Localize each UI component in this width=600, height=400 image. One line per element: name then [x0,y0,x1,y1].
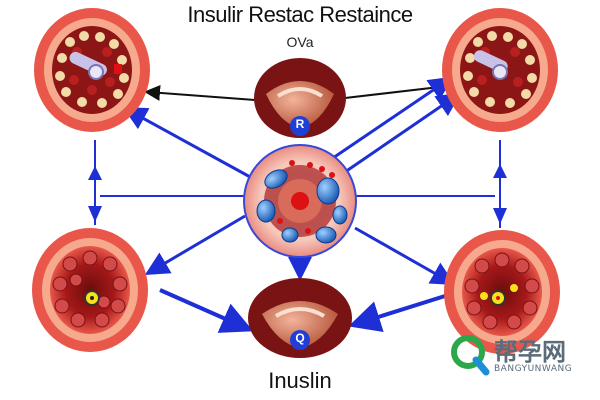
top-center-label: R [295,117,305,131]
tissue-bottom-right [444,230,560,354]
arrow-center-to-top-left [122,107,253,180]
watermark-logo-icon [451,335,490,376]
tissue-bottom-left [32,228,148,352]
tissue-top-left [34,8,150,132]
diagram-footer-label: Inuslin [268,368,332,393]
bottom-center-label: Q [295,331,305,345]
central-cell [243,144,357,258]
diagram-title: Insulir Restac Restaince [187,2,413,27]
arrow-left-down-head [88,206,102,222]
arrow-center-to-top-right-2 [344,92,461,174]
arrow-center-to-bottom-right [354,226,456,285]
organ-bottom-center [248,278,352,358]
organ-top-center [254,58,346,138]
diagram-subtitle: OVa [286,34,314,50]
arrow-center-to-bottom-left [144,214,246,276]
arrow-center-to-top-right [329,76,453,162]
arrow-right-down-head [493,208,507,224]
arrow-top-left-to-top-center [144,84,256,101]
arrow-right-up-head [493,164,507,178]
tissue-top-right [442,8,558,132]
receptor-icon [290,330,310,350]
connector-lines [88,76,507,333]
receptor-icon [290,116,310,136]
watermark-text: 帮孕网 [494,338,566,366]
arrow-left-up-head [88,166,102,180]
arrow-bottom-left-to-bottom-center [159,288,254,333]
watermark: 帮孕网 BANGYUNWANG [450,330,590,380]
watermark-sub: BANGYUNWANG [494,364,573,374]
arrow-bottom-right-to-bottom-center [348,294,446,333]
